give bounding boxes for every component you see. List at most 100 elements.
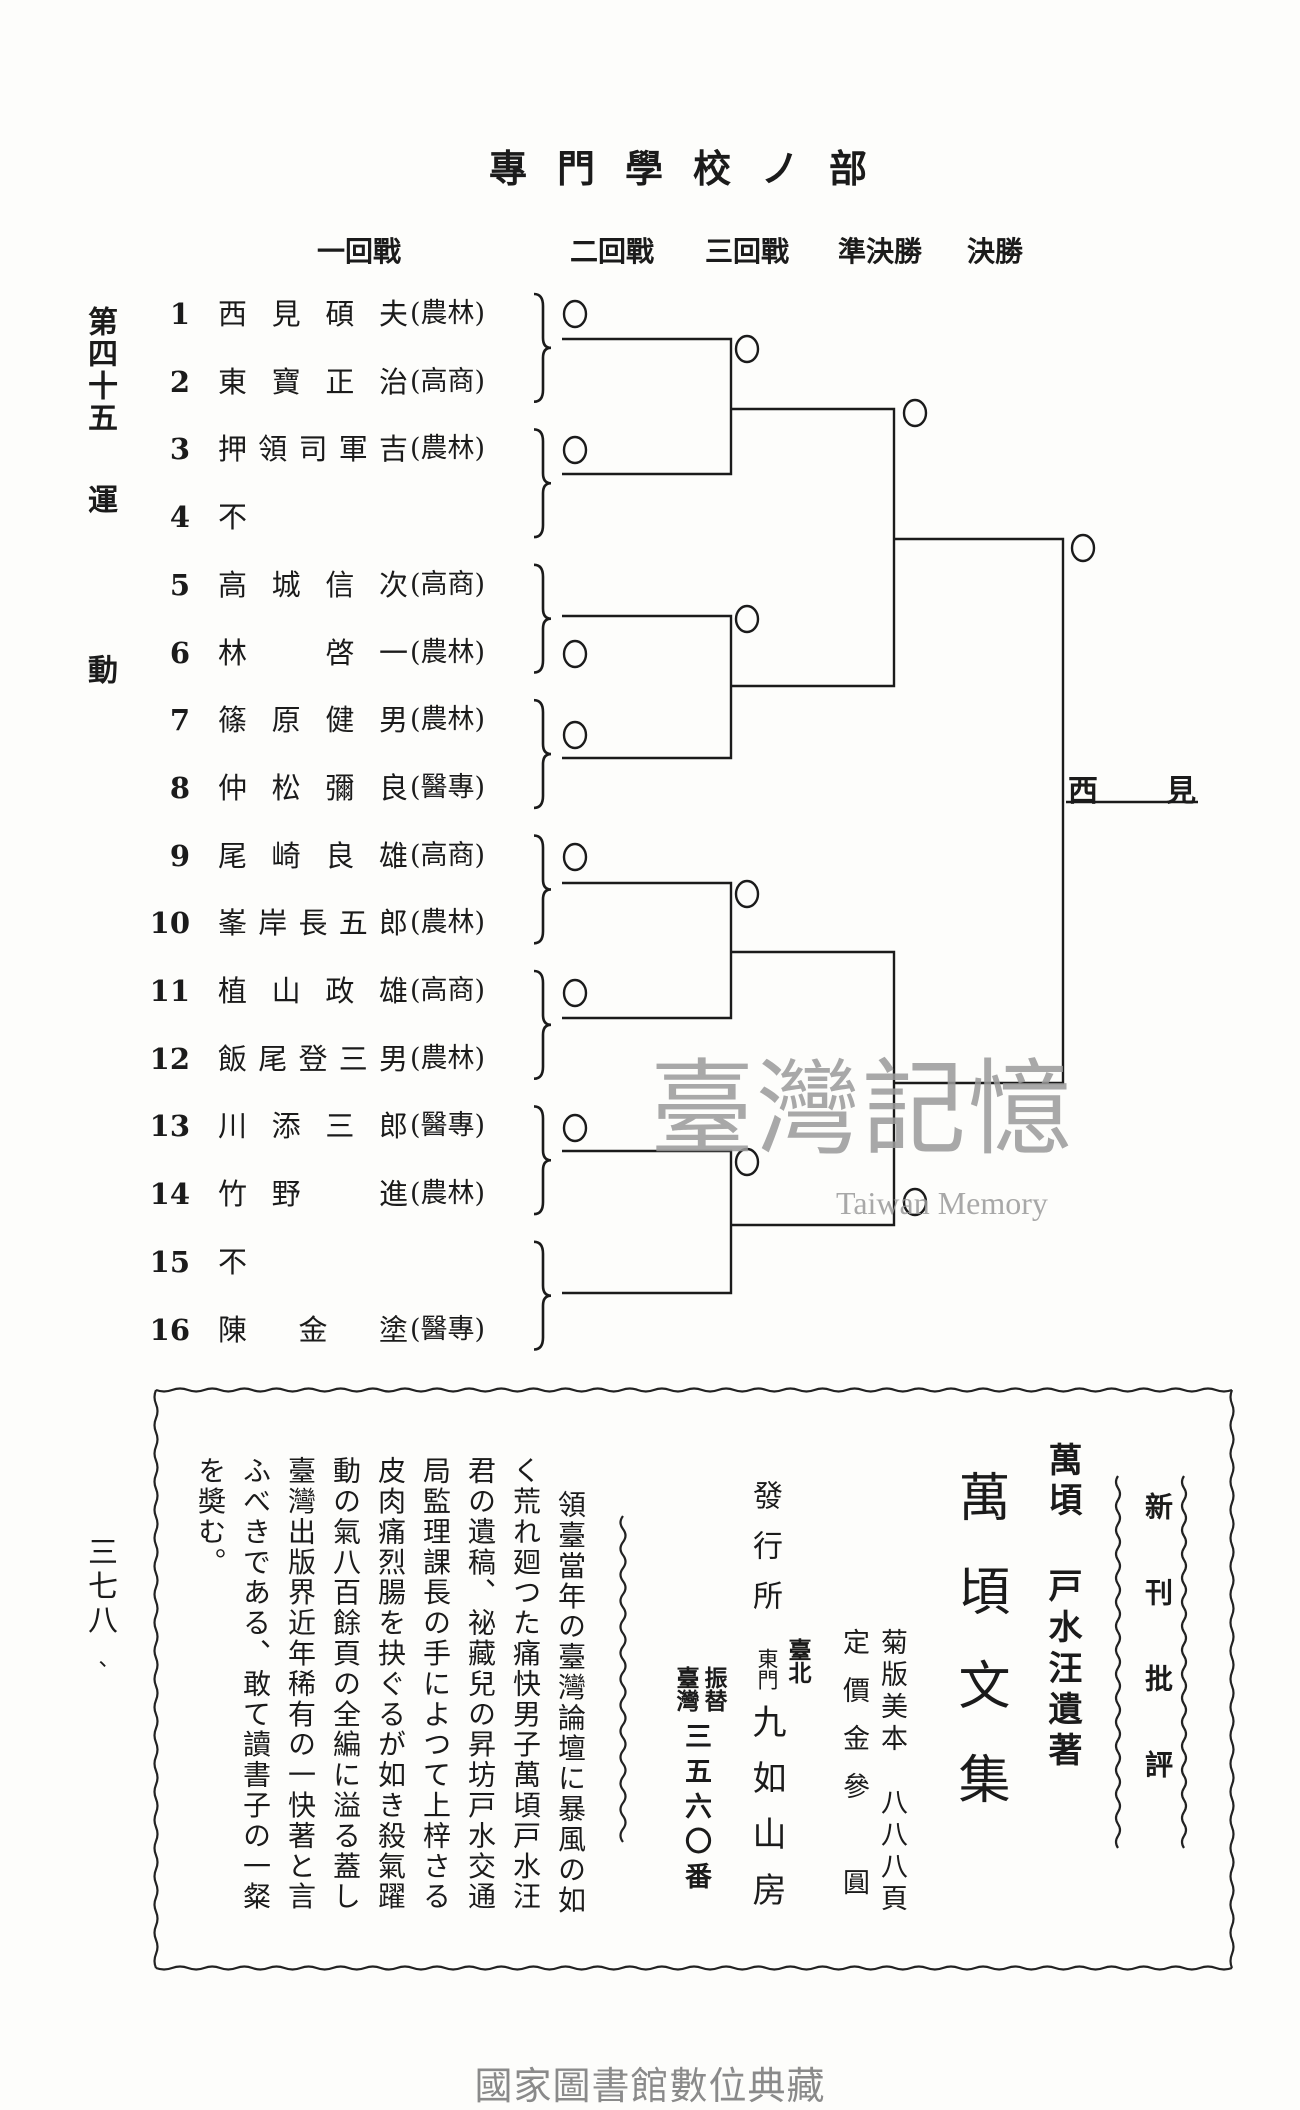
entrant-name: 陳 金 塗 [218,1312,408,1347]
win-circle [562,1113,588,1143]
ad-price: 定價金參 圓 [838,1628,869,1916]
win-circle [562,435,588,465]
entrant-name: 不 [218,500,248,535]
ad-body-column: く荒れ廻つた痛快男子萬頃戸水汪 [509,1456,542,1912]
entrant-row: 10 峯岸長五郎(農林) [0,903,560,943]
watermark-logo: 臺灣記憶 [650,1048,1075,1170]
entrant-school: (農林) [410,1178,486,1210]
entrant-number: 1 [169,297,190,331]
entrant-number: 12 [149,1041,190,1076]
entrant-school: (高商) [410,365,486,397]
wavy-rule [155,1965,1233,1971]
ad-address-1: 臺北 [784,1638,811,1684]
bracket-lines [562,337,1198,1295]
ad-body-column: 動の氣八百餘頁の全編に溢る蓋し [329,1456,362,1912]
entrant-name: 竹野 進 [218,1177,408,1212]
bracket-line [562,614,733,760]
entrant-name: 押領司軍吉 [218,432,408,467]
round-header-3: 三回戰 [704,235,790,268]
wavy-rule [155,1387,1233,1393]
entrant-number: 16 [149,1312,190,1347]
win-circle [734,879,760,909]
entrant-name: 不 [218,1244,248,1279]
ad-label-new-review: 新刊批評 [1141,1492,1174,1836]
champion-name: 西 見 [1068,766,1196,810]
champion-char-1: 西 [1068,774,1098,809]
entrant-number: 9 [169,838,190,873]
round-header-1: 一回戰 [316,235,402,268]
pair-brace [533,563,552,674]
ad-publisher-label: 發行所 [747,1480,782,1630]
bracket-line [731,950,896,1227]
ad-address-2: 東門 [755,1648,779,1690]
entrant-number: 2 [169,364,190,399]
entrant-name: 東寶正治 [218,364,408,399]
entrant-name: 西見碩夫 [218,297,408,331]
round-header-final: 決勝 [966,235,1024,268]
bracket-line [562,881,733,1020]
entrant-school: (高商) [410,568,486,600]
wavy-rule [1180,1475,1188,1849]
ad-body-column: 皮肉痛烈腸を抉ぐるが如き殺氣躍 [374,1456,407,1912]
ad-body-column: を奬む。 [194,1456,227,1578]
bracket-line [562,1149,733,1295]
pair-brace [533,428,552,539]
page-number: 三七八 [82,1536,117,1638]
entrant-name: 尾崎良雄 [218,838,408,873]
entrant-row: 14 竹野 進(農林) [0,1174,560,1214]
margin-event-number: 第四十五 [82,306,117,434]
ad-transfer-2: 臺灣 [672,1666,699,1712]
ad-body-column: 君の遺稿、祕藏兒の昇坊戸水交通 [464,1456,497,1912]
entrant-number: 10 [149,906,190,941]
entrant-row: 2 東寶正治(高商) [0,362,560,402]
win-circle [734,1147,760,1177]
pair-brace [533,834,552,945]
entrant-name: 仲松彌良 [218,770,408,805]
entrant-school: (農林) [410,907,486,939]
page-title: 專門學校ノ部 [488,146,897,191]
ad-book-format: 菊版美本 八八八頁 [876,1628,907,1916]
entrant-name: 林 啓一 [218,635,408,670]
entrant-name: 植山政雄 [218,974,408,1008]
win-marks [562,299,1096,1217]
win-circle [562,978,588,1008]
ad-author-pen-name: 萬頃 [1042,1442,1082,1522]
entrant-name: 峯岸長五郎 [218,906,408,941]
entrant-number: 3 [169,432,190,467]
entrant-number: 15 [149,1244,190,1279]
pair-brace [533,1105,552,1216]
pair-braces [533,292,552,1351]
ad-body-column: ふべきである、敢て讀書子の一粲 [239,1456,272,1912]
win-circle [734,334,760,364]
wavy-rule [1229,1389,1235,1969]
entrant-school: (醫專) [410,1110,486,1142]
entrant-number: 14 [149,1177,190,1212]
wavy-rule [1114,1475,1122,1849]
win-circle [562,639,588,669]
round-header-2: 二回戰 [569,235,655,268]
champion-char-2: 見 [1166,774,1196,809]
bracket-line [894,537,1065,1085]
wavy-rule [619,1515,627,1843]
entrant-school: (農林) [410,704,486,736]
win-circle [562,842,588,872]
win-circle [902,398,928,428]
entrant-school: (醫專) [410,771,486,803]
entrant-row: 15 不 [0,1242,560,1282]
entrant-number: 4 [169,500,190,535]
entrant-name: 高城信次 [218,567,408,602]
margin-sport-1: 運 [82,484,117,514]
pair-brace [533,969,552,1080]
pair-brace [533,698,552,810]
pair-brace [533,292,552,403]
entrant-name: 飯尾登三男 [218,1041,408,1076]
ad-transfer-number: 三五六〇番 [680,1722,711,1897]
